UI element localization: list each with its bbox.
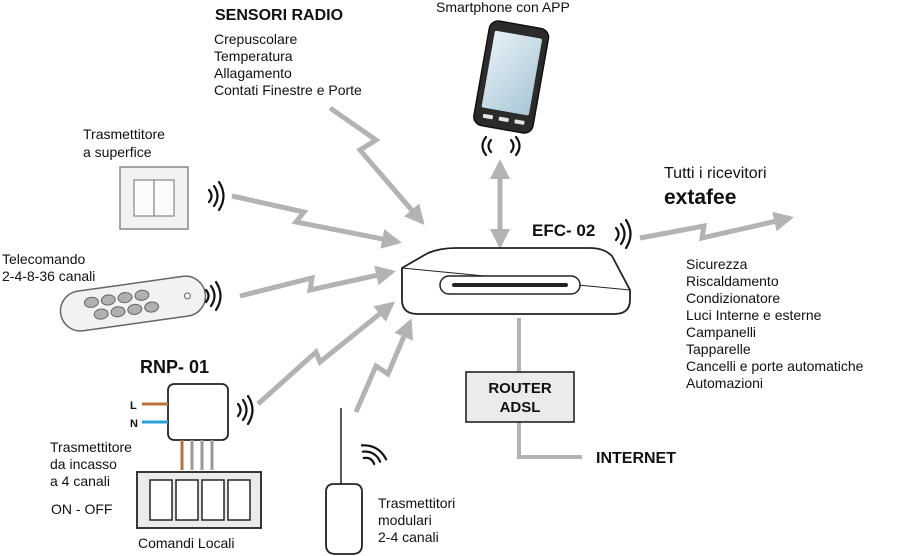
router-label-2: ADSL [500,399,541,416]
extafee-brand: extafee [664,186,736,209]
radio-link-telecomando [239,265,396,299]
wire-n-label: N [130,418,138,430]
superficie-label-1: Trasmettitore [83,126,165,142]
local-switches-icon [136,471,262,529]
sensori-title: SENSORI RADIO [215,7,343,24]
ricevitore-item-5: Campanelli [686,324,756,340]
sensori-item-4: Contati Finestre e Porte [214,82,362,98]
ricevitore-item-4: Luci Interne e esterne [686,307,822,323]
modulari-label-2: modulari [378,512,432,528]
wifi-icon-efc [614,218,632,250]
modulari-label-1: Trasmettitori [378,495,455,511]
radio-link-modulari [353,318,413,413]
ricevitore-item-2: Riscaldamento [686,273,779,289]
radio-link-rnp [256,301,396,406]
smartphone-icon [473,20,550,134]
wifi-icon-smartphone-left [481,135,493,157]
smartphone-label: Smartphone con APP [436,0,570,15]
sensori-item-2: Temperatura [214,48,293,64]
wifi-icon-superficie [207,180,225,212]
router-box [465,371,575,423]
efc-02-hub [401,247,631,315]
superficie-label-2: a superfice [83,144,152,160]
modular-transmitter-icon [325,408,363,555]
remote-control-icon [59,275,207,332]
incasso-label-1: Trasmettitore [50,439,132,455]
router-label-1: ROUTER [488,380,552,397]
telecomando-label-1: Telecomando [2,251,85,267]
radio-link-superficie [231,193,402,249]
wire-l-label: L [130,400,137,412]
ricevitore-item-6: Tapparelle [686,341,751,357]
sensori-item-3: Allagamento [214,65,292,81]
sensori-item-1: Crepuscolare [214,31,297,47]
ricevitore-item-7: Cancelli e porte automatiche [686,358,864,374]
wifi-icon-telecomando [204,280,222,312]
comandi-locali-label: Comandi Locali [138,535,235,551]
rnp-title: RNP- 01 [140,357,209,377]
telecomando-label-2: 2-4-8-36 canali [2,268,95,284]
ricevitore-item-3: Condizionatore [686,290,780,306]
ricevitori-label: Tutti i ricevitori [664,165,767,182]
on-off-label: ON - OFF [51,501,112,517]
radio-link-ricevitori [639,211,794,242]
wifi-icon-modulari [360,444,388,466]
internet-wire [517,422,582,459]
incasso-label-2: da incasso [50,456,117,472]
ricevitore-item-1: Sicurezza [686,256,748,272]
rnp-module-icon [142,383,229,470]
wifi-icon-rnp [236,394,254,426]
wifi-icon-smartphone-right [509,135,521,157]
internet-label: INTERNET [596,450,676,467]
radio-link-sensori [328,105,425,226]
efc-02-label: EFC- 02 [532,221,595,240]
wall-switch-icon [119,166,189,230]
ricevitore-item-8: Automazioni [686,375,763,391]
modulari-label-3: 2-4 canali [378,529,439,545]
incasso-label-3: a 4 canali [50,473,110,489]
